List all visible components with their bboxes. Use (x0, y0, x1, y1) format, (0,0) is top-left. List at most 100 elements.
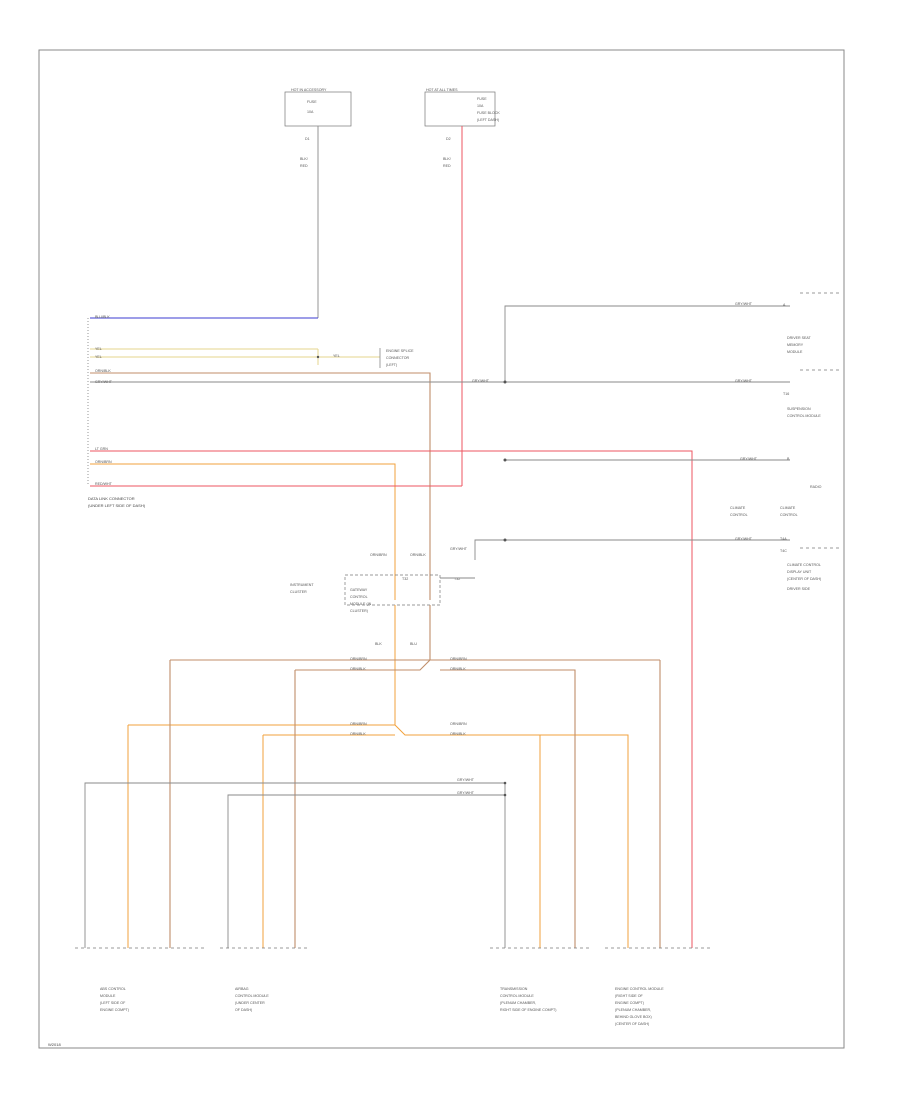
svg-text:OF DASH): OF DASH) (235, 1008, 252, 1012)
svg-text:(CENTER OF DASH): (CENTER OF DASH) (787, 577, 821, 581)
svg-text:ORN/BLK: ORN/BLK (450, 732, 466, 736)
dlc-wire-label: LT GRN (95, 447, 108, 451)
svg-text:ORN/BLK: ORN/BLK (450, 667, 466, 671)
engine-control-module: ENGINE CONTROL MODULE (RIGHT SIDE OF ENG… (605, 947, 710, 1026)
svg-text:(CENTER OF DASH): (CENTER OF DASH) (615, 1022, 649, 1026)
svg-text:ORN/BRN: ORN/BRN (350, 722, 367, 726)
svg-text:MODULE (IN: MODULE (IN (350, 602, 372, 606)
svg-text:(UNDER CENTER: (UNDER CENTER (235, 1001, 265, 1005)
svg-text:ENGINE CONTROL MODULE: ENGINE CONTROL MODULE (615, 987, 664, 991)
splice-label: ENGINE SPLICE (386, 349, 414, 353)
climate-control-module: CLIMATE CONTROL CLIMATE CONTROL GRY/WHT … (730, 506, 840, 591)
svg-text:CLIMATE CONTROL: CLIMATE CONTROL (787, 563, 821, 567)
svg-text:T4A: T4A (780, 537, 787, 541)
ground-label: GRY/WHT (457, 791, 475, 795)
svg-text:B: B (787, 457, 790, 461)
ground-wire-1 (84, 782, 506, 948)
top-right-connector-line: FUSE BLOCK (477, 111, 500, 115)
dlc-wire-lt-grn (90, 450, 693, 948)
svg-text:AIRBAG: AIRBAG (235, 987, 249, 991)
top-left-connector-pin: D1 (305, 137, 310, 141)
svg-text:MEMORY: MEMORY (787, 343, 804, 347)
svg-text:ENGINE COMPT): ENGINE COMPT) (615, 1001, 644, 1005)
airbag-control-module: AIRBAG CONTROL MODULE (UNDER CENTER OF D… (220, 947, 310, 1012)
svg-text:BLU: BLU (410, 642, 417, 646)
top-right-wire-label: BLK/ (443, 157, 451, 161)
svg-text:ORN/BLK: ORN/BLK (350, 732, 366, 736)
top-right-connector-line: (LEFT DASH) (477, 118, 499, 122)
ground-label: GRY/WHT (457, 778, 475, 782)
svg-text:TRANSMISSION: TRANSMISSION (500, 987, 528, 991)
dlc-wire-orn-blk (90, 372, 431, 600)
top-right-connector-title: HOT AT ALL TIMES (426, 88, 458, 92)
bus-labels: ORN/BRN ORN/BLK ORN/BRN ORN/BLK ORN/BRN … (350, 657, 467, 736)
svg-text:MODULE: MODULE (100, 994, 116, 998)
dlc-wire-orn-brn (90, 463, 396, 600)
top-right-connector-line: 10A (477, 104, 484, 108)
top-right-wire-label: RED (443, 164, 451, 168)
dlc-label: (UNDER LEFT SIDE OF DASH) (88, 503, 146, 508)
dlc-wire-label: ORN/BLK (95, 369, 111, 373)
splice-feed-wire (317, 349, 380, 365)
instrument-cluster: INSTRUMENT CLUSTER GATEWAY CONTROL MODUL… (290, 547, 468, 646)
seat-module-wire (504, 305, 790, 382)
svg-text:GRY/WHT: GRY/WHT (735, 537, 753, 541)
dlc-connector: BLU/BLK YEL YEL ORN/BLK GRY/WHT LT GRN O… (87, 315, 146, 508)
svg-text:CLUSTER): CLUSTER) (350, 609, 368, 613)
top-left-connector-line: 10A (307, 110, 314, 114)
svg-text:ORN/BLK: ORN/BLK (410, 553, 426, 557)
ground-wire-2 (227, 794, 505, 948)
svg-text:RADIO: RADIO (810, 485, 822, 489)
svg-text:ORN/BLK: ORN/BLK (350, 667, 366, 671)
svg-text:CLIMATE: CLIMATE (730, 506, 746, 510)
svg-text:GRY/WHT: GRY/WHT (472, 379, 490, 383)
dlc-wire-label: GRY/WHT (95, 380, 113, 384)
svg-text:DISPLAY UNIT: DISPLAY UNIT (787, 570, 812, 574)
transmission-control-module: TRANSMISSION CONTROL MODULE (PLENUM CHAM… (490, 947, 590, 1012)
svg-text:ORN/BRN: ORN/BRN (350, 657, 367, 661)
svg-text:T16: T16 (783, 392, 789, 396)
top-left-connector-title: HOT IN ACCESSORY (291, 88, 327, 92)
svg-text:A: A (783, 303, 786, 307)
engine-splice-connector: YEL ENGINE SPLICE CONNECTOR (LEFT) (316, 348, 414, 368)
dlc-wire-label: YEL (95, 347, 102, 351)
svg-text:GRY/WHT: GRY/WHT (735, 379, 753, 383)
svg-text:GRY/WHT: GRY/WHT (740, 457, 758, 461)
svg-text:CONTROL MODULE: CONTROL MODULE (787, 414, 821, 418)
top-left-wire-label: BLK/ (300, 157, 308, 161)
svg-text:CONTROL: CONTROL (350, 595, 368, 599)
svg-text:ORN/BRN: ORN/BRN (370, 553, 387, 557)
svg-text:CONTROL MODULE: CONTROL MODULE (235, 994, 269, 998)
svg-text:SUSPENSION: SUSPENSION (787, 407, 811, 411)
svg-text:CONTROL MODULE: CONTROL MODULE (500, 994, 534, 998)
radio-module: GRY/WHT B RADIO (740, 457, 822, 489)
svg-text:ORN/BRN: ORN/BRN (450, 657, 467, 661)
suspension-control-module: GRY/WHT GRY/WHT T16 SUSPENSION CONTROL M… (472, 369, 840, 418)
svg-text:ORN/BRN: ORN/BRN (450, 722, 467, 726)
svg-text:T32: T32 (454, 577, 460, 581)
svg-text:GATEWAY: GATEWAY (350, 588, 368, 592)
svg-text:CLIMATE: CLIMATE (780, 506, 796, 510)
svg-text:GRY/WHT: GRY/WHT (450, 547, 468, 551)
footer-code: W2018 (48, 1042, 61, 1047)
top-right-connector-pin: D2 (446, 137, 451, 141)
svg-text:CONTROL: CONTROL (780, 513, 798, 517)
splice-label: CONNECTOR (386, 356, 409, 360)
svg-text:RIGHT SIDE OF ENGINE COMPT): RIGHT SIDE OF ENGINE COMPT) (500, 1008, 556, 1012)
top-right-connector-line: FUSE (477, 97, 487, 101)
climate-wire (474, 539, 790, 560)
svg-text:ABS CONTROL: ABS CONTROL (100, 987, 126, 991)
splice-label: (LEFT) (386, 363, 397, 367)
top-left-connector-line: FUSE (307, 100, 317, 104)
svg-text:(PLENUM CHAMBER,: (PLENUM CHAMBER, (615, 1008, 651, 1012)
dlc-wire-label: RED/WHT (95, 482, 113, 486)
svg-text:GRY/WHT: GRY/WHT (735, 302, 753, 306)
can-low-wire (169, 605, 661, 948)
svg-text:BLK: BLK (375, 642, 382, 646)
svg-text:DRIVER SIDE: DRIVER SIDE (787, 587, 811, 591)
svg-text:CONTROL: CONTROL (730, 513, 748, 517)
svg-text:(PLENUM CHAMBER,: (PLENUM CHAMBER, (500, 1001, 536, 1005)
dlc-wire-label: YEL (95, 355, 102, 359)
dlc-label: DATA LINK CONNECTOR (88, 496, 135, 501)
